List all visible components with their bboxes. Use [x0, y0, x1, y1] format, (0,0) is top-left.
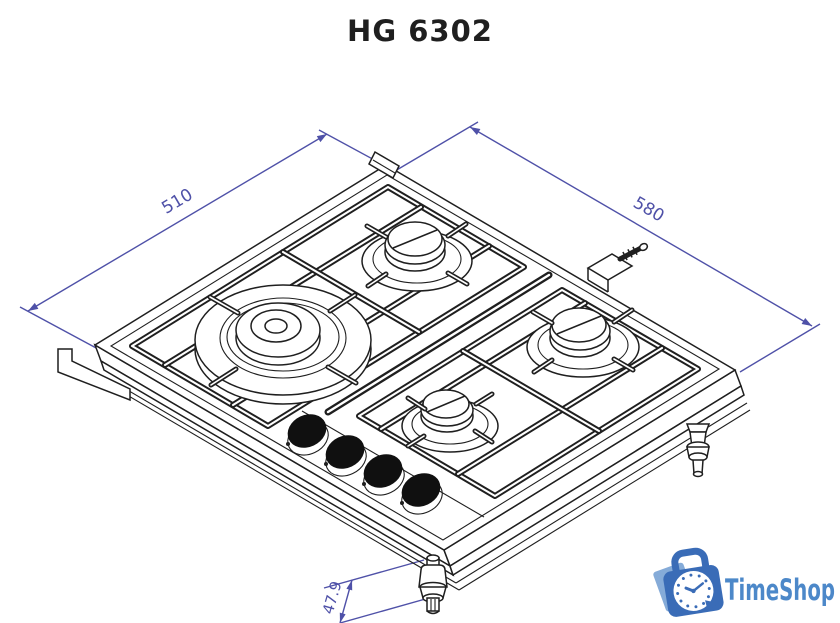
brand-logo-text: TimeShop: [725, 573, 835, 607]
page-title: HG 6302: [347, 14, 493, 48]
center-rail: [324, 271, 553, 416]
clock-icon: [673, 570, 714, 611]
burner-right: [526, 307, 640, 378]
control-knob: [363, 454, 403, 488]
shopping-bag-icon: [653, 547, 724, 617]
mounting-bracket: [57, 348, 131, 402]
control-knob: [287, 414, 327, 448]
dimension-height-47-9: 47.9: [319, 559, 437, 623]
control-knobs: [286, 414, 443, 515]
burner-top: [361, 221, 473, 292]
adjustable-foot-right: [685, 423, 711, 478]
control-knob: [325, 435, 365, 469]
dimension-depth-label: 580: [629, 193, 667, 227]
burner-small: [401, 389, 499, 453]
burner-large: [194, 284, 372, 405]
adjustable-foot-front: [418, 554, 448, 615]
dimension-height-label: 47.9: [319, 579, 346, 616]
gas-inlet-fitting: [586, 242, 649, 293]
control-knob: [401, 473, 441, 507]
dimension-width-label: 510: [158, 185, 196, 219]
brand-logo: TimeShop: [653, 547, 835, 617]
